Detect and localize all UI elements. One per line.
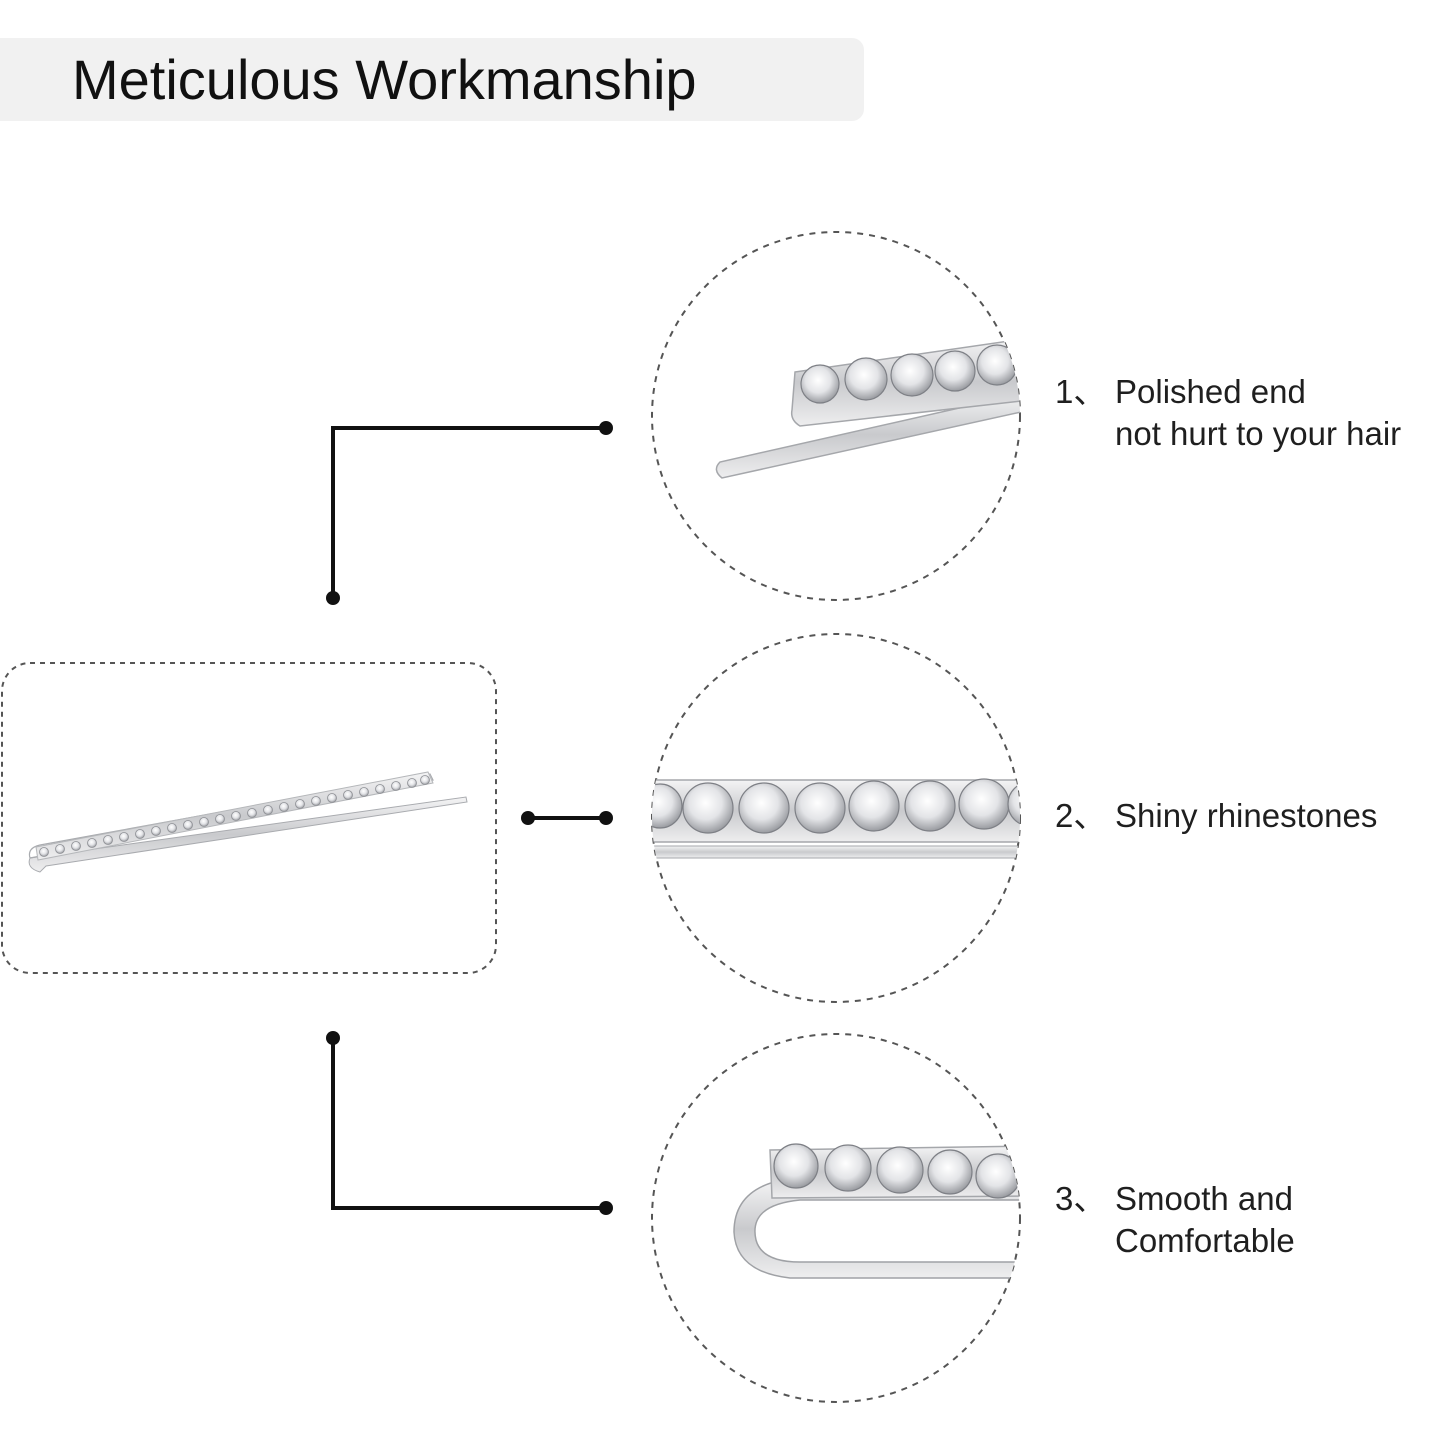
feature-3-line1: Smooth and [1115, 1180, 1293, 1217]
connector-bottom-start-dot [326, 1031, 340, 1045]
connector-middle-start-dot [521, 811, 535, 825]
feature-1: 1、 Polished end not hurt to your hair [1055, 371, 1401, 455]
connector-bottom [331, 1038, 606, 1210]
title-banner: Meticulous Workmanship [0, 38, 864, 121]
feature-3-number: 3、 [1055, 1180, 1107, 1217]
feature-1-number: 1、 [1055, 373, 1107, 410]
connector-bottom-end-dot [599, 1201, 613, 1215]
feature-2-number: 2、 [1055, 797, 1107, 834]
polished-end-closeup [715, 337, 1020, 479]
rhinestone-row-closeup [652, 778, 1020, 859]
feature-2-line1: Shiny rhinestones [1115, 797, 1378, 834]
bobby-pin-image [28, 771, 468, 873]
feature-3: 3、 Smooth and Comfortable [1055, 1178, 1295, 1262]
feature-2: 2、 Shiny rhinestones [1055, 795, 1377, 837]
feature-3-line2: Comfortable [1115, 1222, 1295, 1259]
page-title: Meticulous Workmanship [72, 48, 697, 111]
connector-middle-end-dot [599, 811, 613, 825]
rounded-bend-closeup [733, 1143, 1020, 1279]
connector-top-start-dot [326, 591, 340, 605]
connector-top-end-dot [599, 421, 613, 435]
connector-top [331, 426, 606, 598]
detail-circle-3 [651, 1033, 1021, 1403]
feature-1-line1: Polished end [1115, 373, 1306, 410]
feature-1-line2: not hurt to your hair [1115, 415, 1402, 452]
